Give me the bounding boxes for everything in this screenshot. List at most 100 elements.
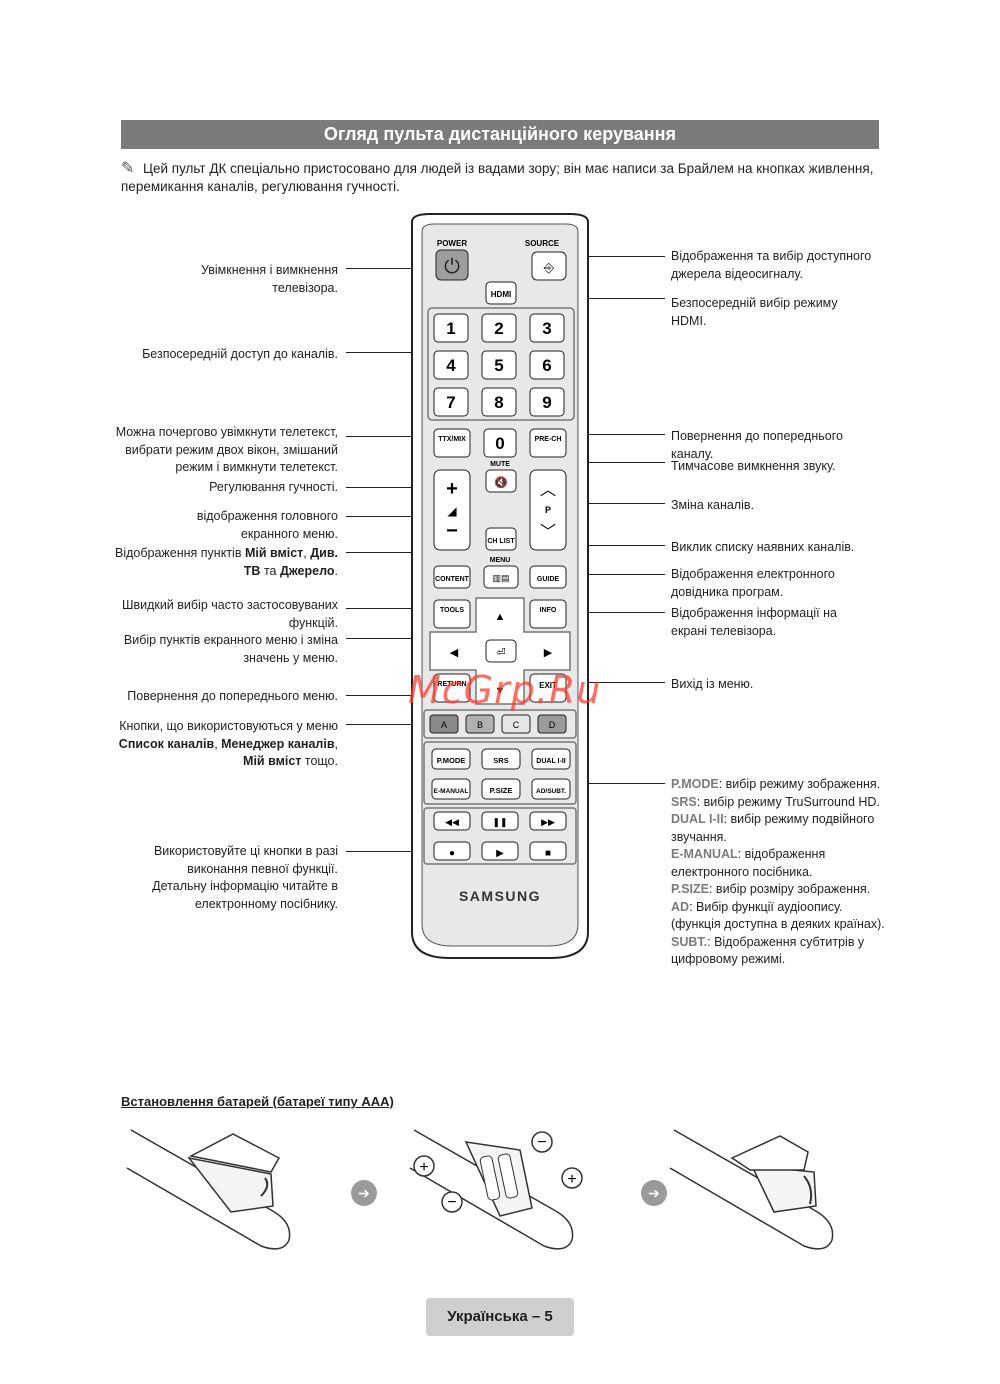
chlist-button[interactable]	[485, 527, 517, 551]
mute-button[interactable]	[485, 469, 517, 493]
return-button[interactable]	[433, 673, 471, 703]
digit-3-button[interactable]	[529, 313, 565, 343]
pause-button[interactable]	[481, 811, 519, 831]
color-key-d-button[interactable]	[537, 714, 567, 734]
digit-0-button[interactable]	[483, 428, 517, 458]
digit-7-button[interactable]	[433, 387, 469, 417]
label-color-keys: Кнопки, що використовуються у меню Списо…	[118, 719, 338, 768]
next-step-icon: ➔	[351, 1180, 377, 1206]
source-label: SOURCE	[525, 239, 560, 248]
stop-button[interactable]	[529, 841, 567, 861]
rewind-icon: ◀◀	[445, 817, 459, 827]
stop-icon: ■	[545, 848, 551, 859]
ttx-label: TTX/MIX	[438, 436, 466, 443]
play-button[interactable]	[481, 841, 519, 861]
down-arrow-icon[interactable]: ▼	[495, 685, 506, 697]
digit-4-button[interactable]	[433, 350, 469, 380]
info-button[interactable]	[529, 599, 567, 629]
digit-1-button[interactable]	[433, 313, 469, 343]
note-text: Цей пульт ДК спеціально пристосовано для…	[121, 161, 874, 194]
label-content: Відображення пунктів Мій вміст, Див. ТВ …	[115, 546, 338, 578]
label-menu: відображення головного екранного меню.	[196, 509, 338, 541]
label-return: Повернення до попереднього меню.	[127, 689, 338, 703]
hdmi-button[interactable]	[485, 281, 517, 305]
hdmi-label: HDMI	[491, 290, 511, 299]
battery-step-1	[126, 1129, 291, 1250]
digit-6-button[interactable]	[529, 350, 565, 380]
power-icon: ⏻	[444, 256, 460, 278]
fast-forward-button[interactable]	[529, 811, 567, 831]
label-guide: Відображення електронного довідника прог…	[671, 567, 835, 599]
digit-2-button[interactable]	[481, 313, 517, 343]
label-source: Відображення та вибір доступного джерела…	[671, 249, 872, 281]
digit-9-label: 9	[542, 393, 551, 412]
srs-button[interactable]	[481, 748, 521, 770]
fast-forward-icon: ▶▶	[541, 817, 555, 827]
function-item: SRS: вибір режиму TruSurround HD.	[671, 794, 880, 809]
function-item: SUBT.: Відображення субтитрів у цифровом…	[671, 934, 865, 967]
channel-label: P	[545, 505, 551, 515]
function-item: DUAL I-II: вибір режиму подвійного звуча…	[671, 812, 875, 844]
exit-button[interactable]	[529, 673, 567, 703]
guide-label: GUIDE	[537, 576, 560, 583]
prech-button[interactable]	[529, 428, 567, 458]
color-key-c-label: C	[513, 720, 520, 730]
ttx-button[interactable]	[433, 428, 471, 458]
digit-5-button[interactable]	[481, 350, 517, 380]
srs-label: SRS	[493, 756, 508, 765]
psize-button[interactable]	[481, 778, 521, 800]
enter-button[interactable]	[485, 639, 517, 663]
color-key-d-label: D	[549, 720, 556, 730]
return-label: RETURN	[437, 681, 466, 688]
label-channels: Безпосередній доступ до каналів.	[142, 347, 338, 361]
menu-button[interactable]	[483, 565, 519, 589]
record-button[interactable]	[433, 841, 471, 861]
svg-text:−: −	[537, 1134, 546, 1151]
left-arrow-icon[interactable]: ◀	[450, 647, 459, 659]
function-keys-group	[423, 741, 577, 805]
channel-rocker[interactable]	[529, 469, 567, 551]
color-key-a-button[interactable]	[429, 714, 459, 734]
color-key-c-button[interactable]	[501, 714, 531, 734]
right-arrow-icon[interactable]: ▶	[544, 647, 553, 659]
dual-button[interactable]	[531, 748, 571, 770]
source-button[interactable]	[531, 251, 567, 281]
watermark: McGrp.Ru	[408, 668, 602, 712]
volume-up-icon: +	[446, 478, 458, 500]
digit-0-label: 0	[495, 434, 504, 453]
psize-label: P.SIZE	[490, 786, 513, 795]
volume-rocker[interactable]	[433, 469, 471, 551]
label-exit: Вихід із меню.	[671, 677, 754, 691]
channel-down-icon: ﹀	[540, 523, 556, 541]
digit-8-button[interactable]	[481, 387, 517, 417]
color-key-b-button[interactable]	[465, 714, 495, 734]
number-pad	[427, 307, 575, 421]
digit-1-label: 1	[446, 319, 455, 338]
enter-icon: ⏎	[496, 647, 505, 659]
content-label: CONTENT	[435, 576, 470, 583]
content-button[interactable]	[433, 565, 471, 589]
label-volume: Регулювання гучності.	[209, 480, 338, 494]
emanual-label: E-MANUAL	[434, 788, 469, 795]
source-icon: ⎆	[544, 260, 555, 275]
power-button[interactable]	[435, 249, 469, 281]
pmode-button[interactable]	[431, 748, 471, 770]
next-step-icon: ➔	[641, 1180, 667, 1206]
tools-button[interactable]	[433, 599, 471, 629]
function-item: E-MANUAL: відображення електронного посі…	[671, 847, 826, 879]
up-arrow-icon[interactable]: ▲	[495, 611, 506, 623]
color-keys-group	[423, 709, 577, 739]
emanual-button[interactable]	[431, 778, 471, 800]
mute-icon: 🔇	[494, 476, 508, 489]
label-nav: Вибір пунктів екранного меню і зміна зна…	[123, 633, 338, 665]
power-label: POWER	[437, 239, 467, 248]
digit-3-label: 3	[542, 319, 551, 338]
function-list: P.MODE: вибір режиму зображення. SRS: ви…	[671, 776, 886, 969]
label-ttx: Можна почергово увімкнути телетекст, виб…	[115, 425, 338, 474]
battery-step-3	[669, 1129, 834, 1250]
rewind-button[interactable]	[433, 811, 471, 831]
adsubt-button[interactable]	[531, 778, 571, 800]
playback-group	[423, 807, 577, 865]
digit-9-button[interactable]	[529, 387, 565, 417]
guide-button[interactable]	[529, 565, 567, 589]
